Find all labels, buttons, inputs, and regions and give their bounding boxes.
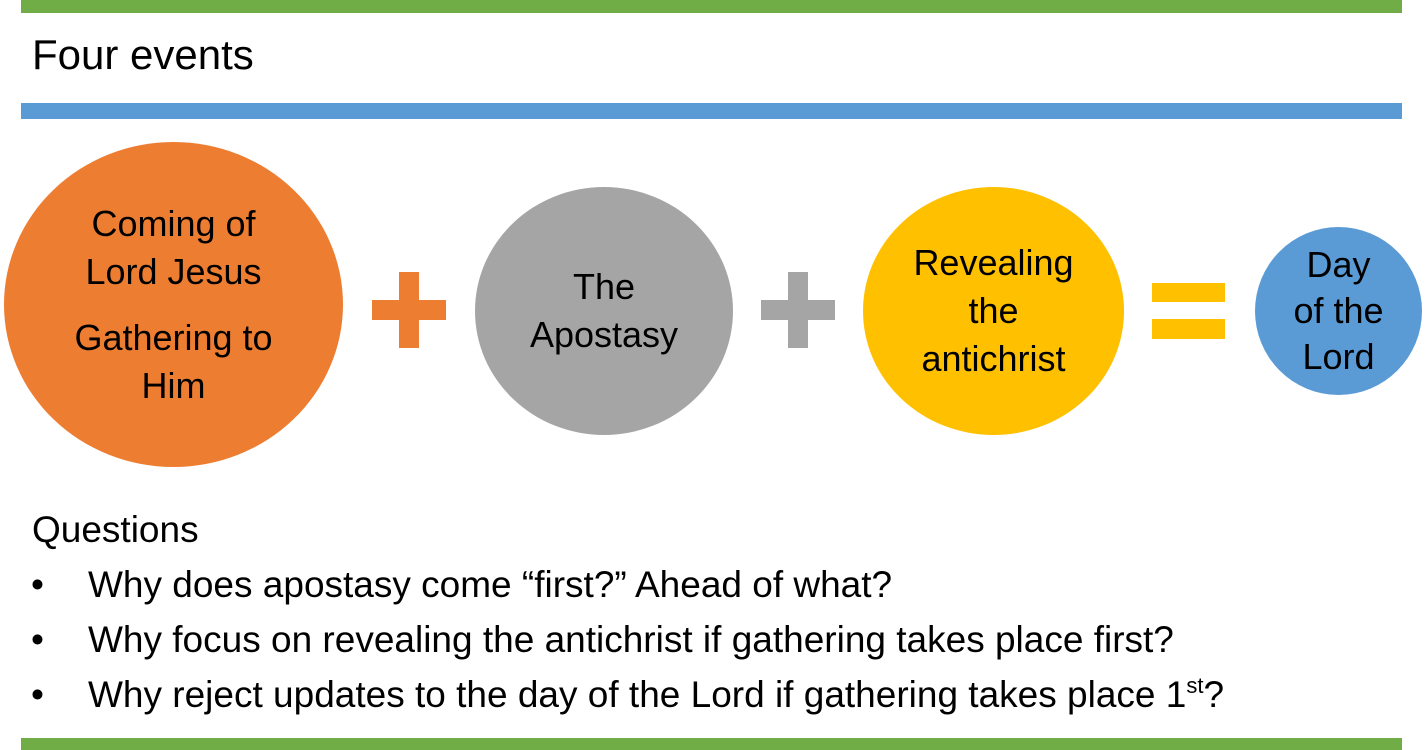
event-label-line: the xyxy=(968,290,1019,331)
bullet-icon: • xyxy=(31,564,44,605)
ordinal-suffix: st xyxy=(1186,673,1204,698)
title-underline-bar xyxy=(21,103,1402,119)
event-circle-revealing-antichrist: Revealing the antichrist xyxy=(863,187,1124,435)
event-circle-coming-of-lord: Coming of Lord Jesus Gathering to Him xyxy=(4,142,343,467)
question-item: • Why reject updates to the day of the L… xyxy=(0,670,1425,725)
question-text: Why does apostasy come “first?” Ahead of… xyxy=(88,564,893,605)
event-label-line: Coming of xyxy=(91,202,256,244)
event-circle-day-of-the-lord: Day of the Lord xyxy=(1255,227,1422,395)
questions-list: • Why does apostasy come “first?” Ahead … xyxy=(0,560,1425,725)
questions-heading: Questions xyxy=(32,509,199,550)
event-circle-apostasy: The Apostasy xyxy=(475,187,733,435)
equals-icon xyxy=(1152,283,1225,339)
event-label-line: Him xyxy=(141,364,206,406)
question-text: Why reject updates to the day of the Lor… xyxy=(88,674,1187,715)
event-label-line: The xyxy=(572,266,636,307)
bullet-icon: • xyxy=(31,619,44,660)
plus-icon xyxy=(372,272,446,348)
question-text-wrapper: Why reject updates to the day of the Lor… xyxy=(88,670,1224,720)
question-item: • Why focus on revealing the antichrist … xyxy=(0,615,1425,670)
event-label-line: Day xyxy=(1306,244,1371,285)
event-label-line: Lord Jesus xyxy=(85,250,262,292)
bullet-icon: • xyxy=(31,674,44,715)
question-end-mark: ? xyxy=(1203,674,1225,715)
question-text: Why focus on revealing the antichrist if… xyxy=(88,619,1174,660)
top-accent-bar xyxy=(21,0,1402,13)
plus-icon xyxy=(761,272,835,348)
question-item: • Why does apostasy come “first?” Ahead … xyxy=(0,560,1425,615)
event-label-line: Revealing xyxy=(913,242,1074,283)
event-label-line: Lord xyxy=(1302,336,1375,377)
slide-title: Four events xyxy=(32,31,254,78)
event-label-line: Apostasy xyxy=(529,314,679,355)
event-label-line: of the xyxy=(1293,290,1384,331)
bottom-accent-bar xyxy=(21,738,1402,750)
event-label-line: Gathering to xyxy=(74,316,273,358)
event-label-line: antichrist xyxy=(921,338,1066,379)
